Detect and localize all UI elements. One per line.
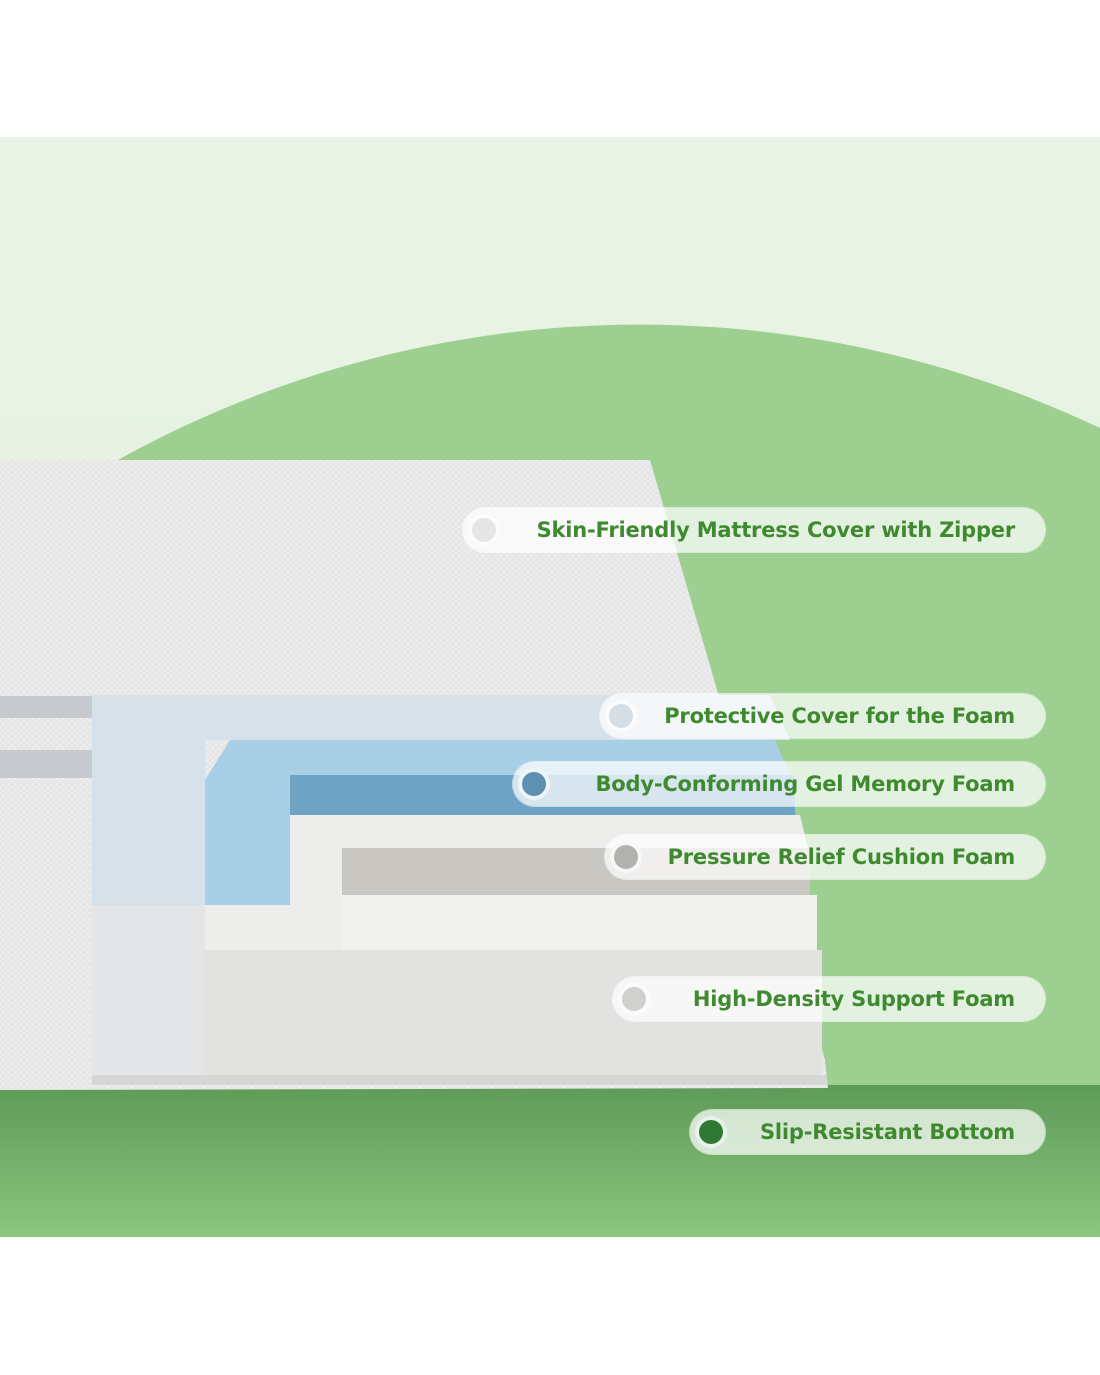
pressure-relief-foam-light: [205, 815, 808, 950]
layer-label-text: Slip-Resistant Bottom: [759, 1120, 1015, 1144]
layer-label-gel-foam: Body-Conforming Gel Memory Foam: [513, 762, 1045, 806]
layer-dot-icon: [695, 1116, 727, 1148]
bottom-edge: [92, 1075, 827, 1085]
layer-label-text: High-Density Support Foam: [692, 987, 1015, 1011]
comfort-foam-white: [342, 895, 817, 950]
green-background-panel: [0, 137, 1100, 1237]
mattress-cutaway-illustration: [0, 324, 1100, 1237]
layer-label-text: Body-Conforming Gel Memory Foam: [595, 772, 1015, 796]
layer-dot-icon: [610, 841, 642, 873]
layer-dot-icon: [518, 768, 550, 800]
layer-label-text: Skin-Friendly Mattress Cover with Zipper: [536, 518, 1016, 542]
layer-dot-icon: [618, 983, 650, 1015]
protective-cover-lower: [92, 905, 205, 1075]
layer-dot-icon: [468, 514, 500, 546]
layer-label-text: Pressure Relief Cushion Foam: [667, 845, 1016, 869]
layer-label-bottom: Slip-Resistant Bottom: [690, 1110, 1045, 1154]
layer-label-support-foam: High-Density Support Foam: [613, 977, 1045, 1021]
gel-foam-light: [205, 740, 790, 905]
layer-label-protective-cover: Protective Cover for the Foam: [600, 694, 1045, 738]
layer-dot-icon: [605, 700, 637, 732]
layer-label-cover: Skin-Friendly Mattress Cover with Zipper: [463, 508, 1045, 552]
layer-label-text: Protective Cover for the Foam: [664, 704, 1015, 728]
floor-shadow: [0, 1085, 1100, 1237]
layer-label-pressure-relief: Pressure Relief Cushion Foam: [605, 835, 1045, 879]
